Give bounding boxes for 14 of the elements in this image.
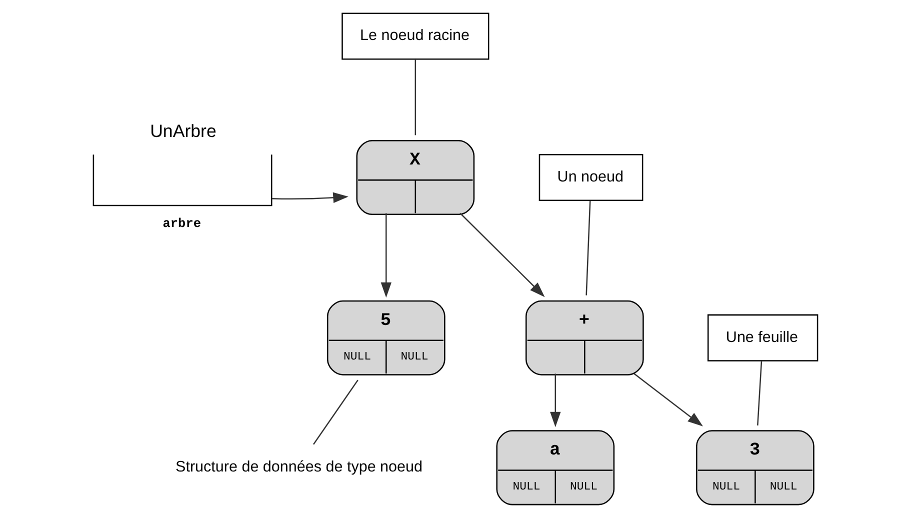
node-text: UnArbre arbre: [150, 121, 216, 232]
arrow: [634, 373, 703, 426]
connector: [414, 59, 416, 136]
node-text: Structure de données de type noeud: [176, 458, 423, 476]
node-box: Une feuille: [707, 314, 818, 362]
arrow: [550, 374, 561, 428]
arrow: [272, 192, 348, 203]
arrow: [380, 213, 392, 298]
arrow: [460, 212, 545, 298]
connector: [312, 380, 358, 445]
node-box: Le noeud racine: [342, 12, 490, 60]
connector: [757, 361, 762, 426]
connector: [586, 200, 591, 296]
node-box: Un noeud: [538, 154, 644, 202]
